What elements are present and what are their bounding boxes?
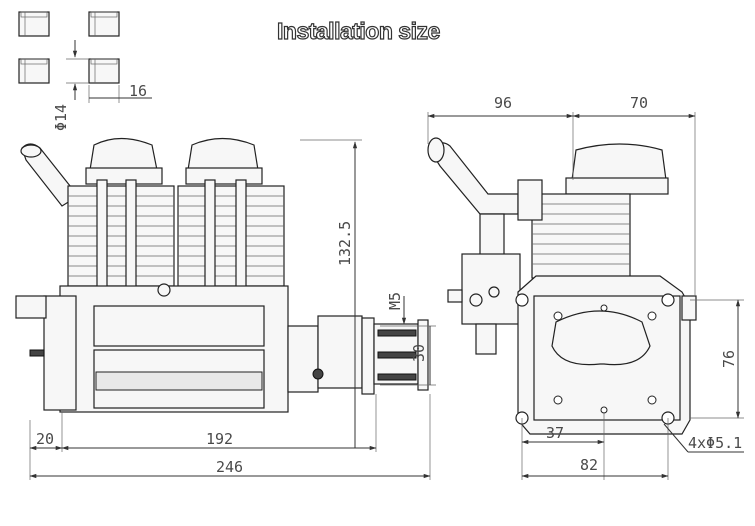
hub-bolt-spacing-label: 30 [410,344,428,362]
hole-vertical-spacing-label: 76 [720,350,738,368]
engine-front-view [15,137,429,413]
front-height-label: 132.5 [336,221,354,266]
engine-side-view [427,137,697,435]
side-width-left-label: 96 [494,94,512,112]
hole-half-spacing-label: 37 [546,424,564,442]
mounting-holes-label: 4xΦ5.1 [688,434,742,452]
overall-length-label: 246 [216,458,243,476]
front-view-dimensions [29,139,436,480]
hole-horizontal-spacing-label: 82 [580,456,598,474]
page-title: Installation size [276,17,440,44]
mount-to-hub-label: 192 [206,430,233,448]
spacer-length-label: 16 [129,82,147,100]
spacer-bushing [18,58,50,84]
spacer-diameter-label: Φ14 [52,104,70,131]
side-width-right-label: 70 [630,94,648,112]
side-view-dimensions [427,112,744,480]
spacer-bushings [18,11,152,103]
spacer-bushing [88,58,120,84]
spacer-bushing [88,11,120,37]
flange-width-label: 20 [36,430,54,448]
m5-thread-label: M5 [386,292,404,310]
spacer-bushing [18,11,50,37]
